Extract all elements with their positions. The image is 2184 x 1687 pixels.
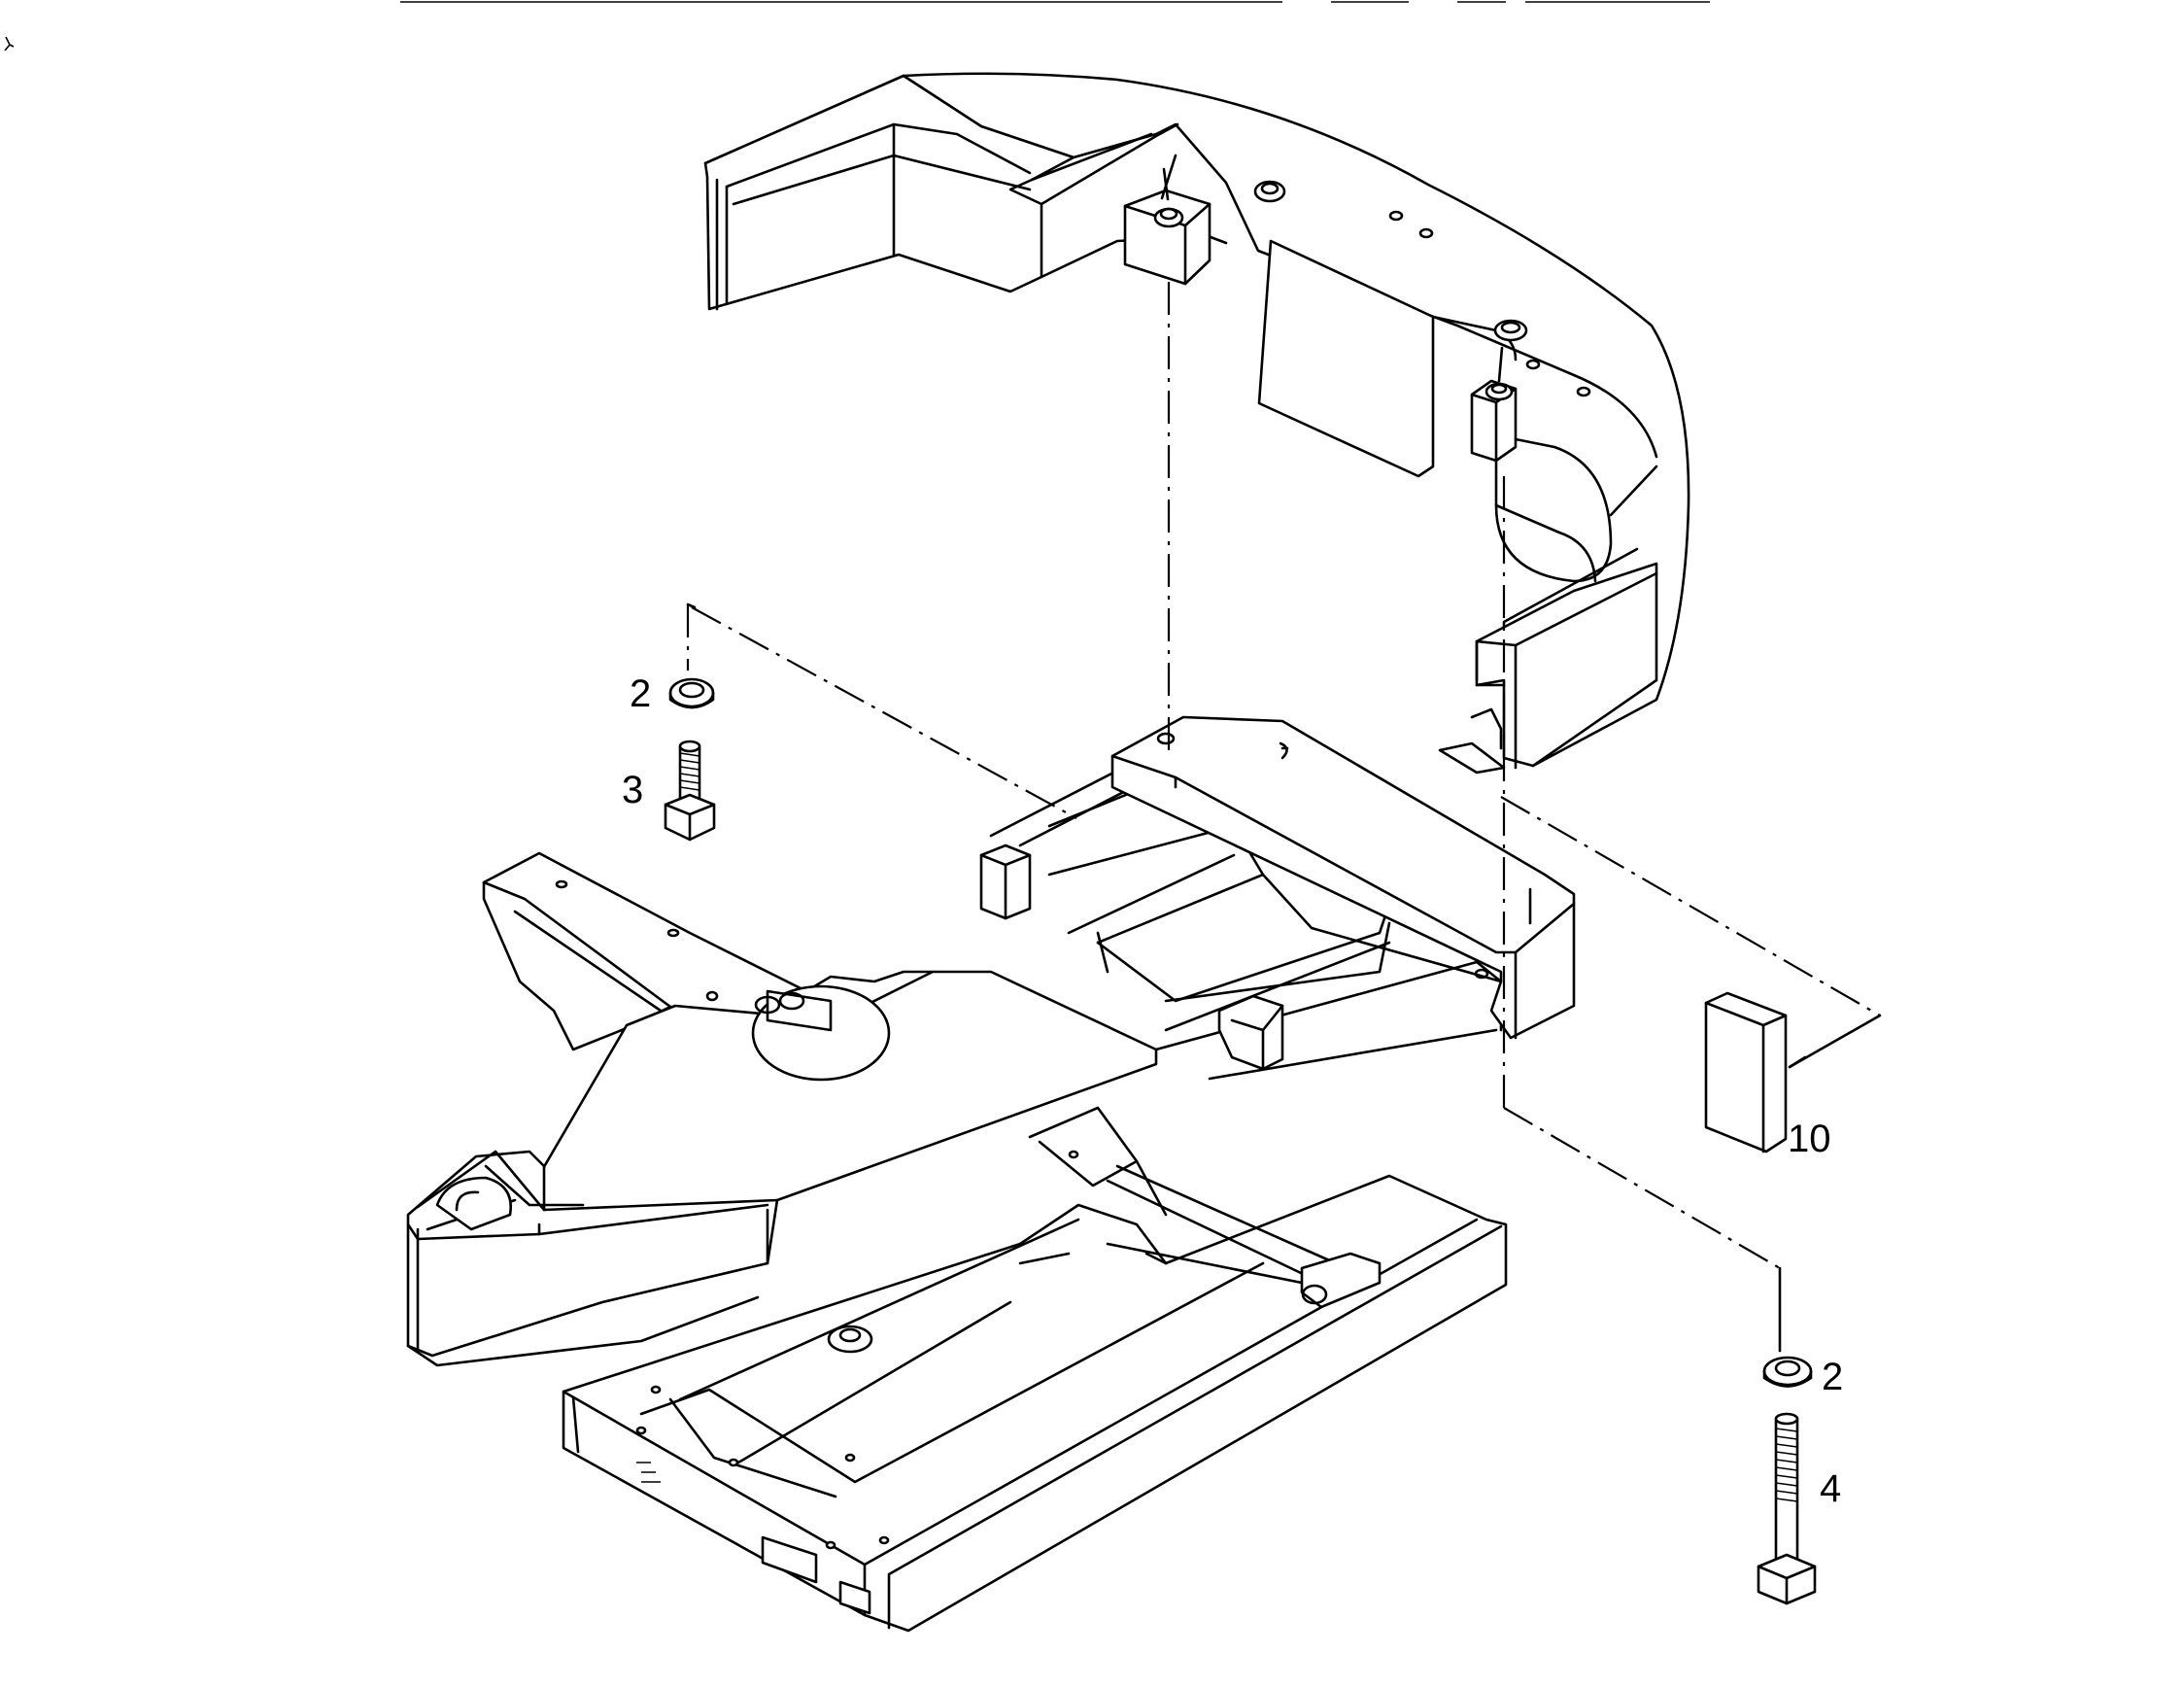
callout-block: 10 [1788,1118,1831,1160]
callouts: 2 3 10 2 4 [622,672,1843,1510]
callout-bolt-short: 3 [622,769,643,811]
callout-bolt-long: 4 [1820,1467,1841,1510]
callout-washer-upper: 2 [630,672,651,715]
washer-lower [1762,1356,1813,1388]
rubber-block [1704,991,1788,1153]
lower-tray-frame [562,1106,1508,1633]
counterweight [703,72,1690,775]
callout-washer-lower: 2 [1822,1356,1843,1398]
bolt-long [1757,1412,1817,1605]
bolt-short [664,740,716,842]
assembly-lines [686,282,1882,1353]
upper-frame [406,715,1576,1367]
scan-border-marks [4,1,1710,52]
washer-upper [668,677,715,709]
